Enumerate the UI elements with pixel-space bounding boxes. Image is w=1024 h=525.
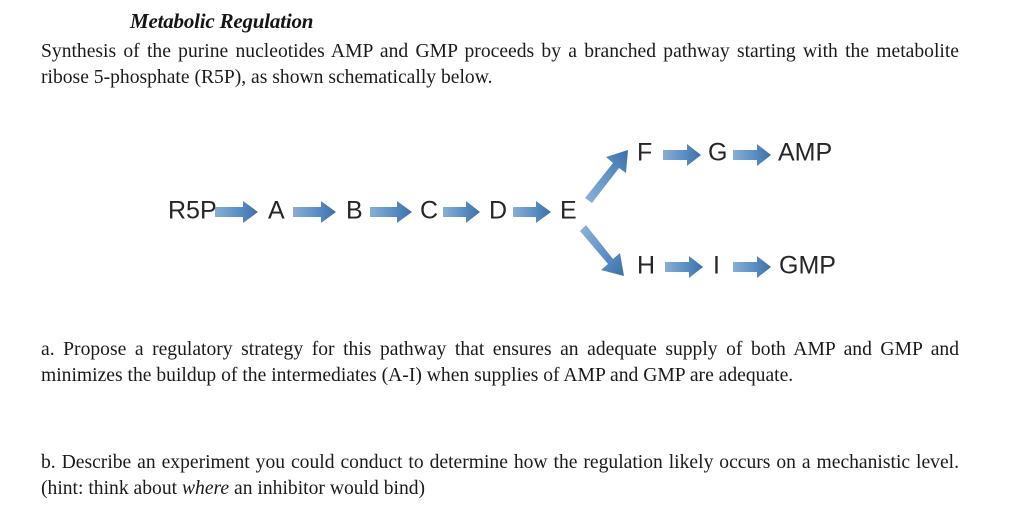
- node-f: F: [637, 139, 652, 167]
- arrow-b-c: [370, 201, 412, 223]
- node-r5p: R5P: [168, 197, 217, 225]
- arrow-r5p-a: [215, 201, 258, 223]
- node-g: G: [708, 139, 727, 167]
- node-h: H: [637, 252, 655, 280]
- node-b: B: [346, 197, 363, 225]
- intro-paragraph: Synthesis of the purine nucleotides AMP …: [41, 41, 959, 88]
- question-a-paragraph: a. Propose a regulatory strategy for thi…: [41, 339, 959, 386]
- node-i: I: [713, 252, 720, 280]
- arrow-e-h-diagonal: [580, 225, 624, 276]
- arrow-i-gmp: [733, 256, 771, 278]
- node-e: E: [560, 197, 577, 225]
- node-c: C: [420, 197, 438, 225]
- node-d: D: [489, 197, 507, 225]
- arrow-h-i: [665, 256, 703, 278]
- node-amp: AMP: [778, 139, 832, 167]
- pathway-diagram: R5P A B C D: [0, 128, 1024, 308]
- arrow-c-d: [443, 201, 480, 223]
- arrow-f-g: [663, 144, 701, 166]
- question-b-text-start: b. Describe an experiment you could cond…: [41, 452, 959, 499]
- question-b-emphasis: where: [181, 477, 230, 499]
- page-title: Metabolic Regulation: [130, 9, 314, 33]
- question-b-text-end: an inhibitor would bind): [229, 477, 426, 499]
- arrow-d-e: [513, 201, 551, 223]
- node-gmp: GMP: [779, 252, 836, 280]
- arrow-g-amp: [733, 144, 771, 166]
- arrow-a-b: [293, 201, 336, 223]
- arrow-e-f-diagonal: [585, 150, 628, 203]
- node-a: A: [268, 197, 285, 225]
- question-b-paragraph: b. Describe an experiment you could cond…: [41, 450, 959, 501]
